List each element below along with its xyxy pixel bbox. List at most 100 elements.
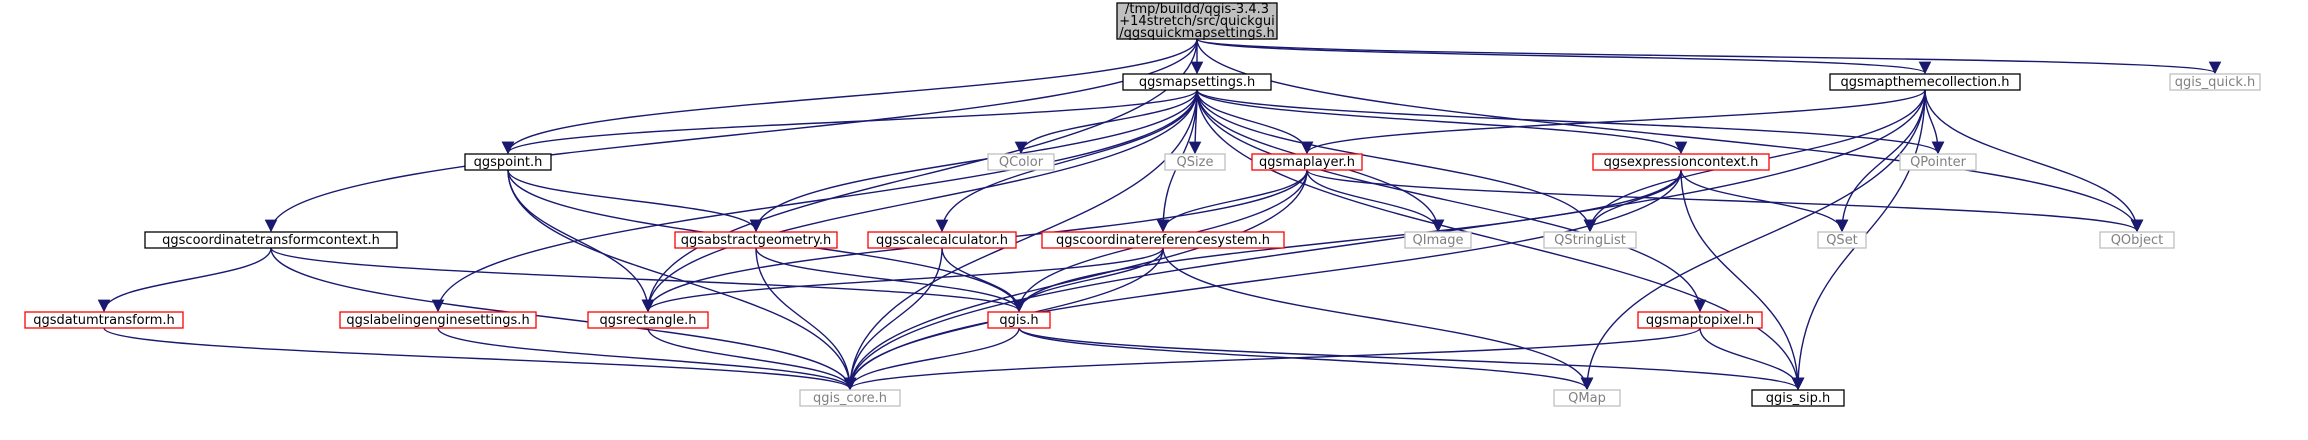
node-label: QObject	[2111, 233, 2164, 248]
node-box	[867, 231, 1017, 249]
node-qgslabelingenginesettings[interactable]: qgslabelingenginesettings.h	[339, 311, 537, 329]
edge-qgis-to-qmap	[1018, 327, 1594, 391]
node-qgsabstractgeometry[interactable]: qgsabstractgeometry.h	[674, 231, 838, 249]
node-label: qgsrectangle.h	[599, 313, 696, 328]
edge-arrow	[755, 247, 1026, 313]
node-box	[587, 311, 709, 329]
edge-arrow	[1196, 89, 1688, 155]
edge-qgsmapsettings-to-qcolor	[1014, 89, 1198, 155]
edge-qgsabstractgeometry-to-qgis_core	[755, 247, 857, 391]
edge-qgsmapsettings-to-qgis_core	[843, 89, 1198, 391]
edge-arrow	[1306, 169, 1445, 233]
edge-qgscoordinatereferencesystem-to-qgsrectangle	[641, 247, 1164, 313]
node-qgscoordinatetransformcontext[interactable]: qgscoordinatetransformcontext.h	[144, 231, 398, 249]
node-qstringlist[interactable]: QStringList	[1543, 231, 1637, 249]
node-label: qgis.h	[999, 313, 1038, 328]
node-qgsmaplayer[interactable]: qgsmaplayer.h	[1251, 153, 1363, 171]
edge-arrow	[1196, 38, 1931, 75]
edge-arrow	[1306, 169, 2143, 233]
edge-arrow	[843, 247, 943, 391]
node-label: /tmp/buildd/qgis-3.4.3	[1125, 2, 1269, 17]
edge-qgsmapthemecollection-to-qgis_core	[843, 89, 1926, 391]
node-qgsmapthemecollection[interactable]: qgsmapthemecollection.h	[1829, 73, 2021, 91]
edge-arrow	[1680, 169, 1805, 391]
edge-qgsmapsettings-to-qgsexpressioncontext	[1196, 89, 1688, 155]
node-qgsmaptopixel[interactable]: qgsmaptopixel.h	[1637, 311, 1763, 329]
edge-arrow	[1680, 169, 1849, 233]
node-root[interactable]: /tmp/buildd/qgis-3.4.3+14stretch/src/qui…	[1116, 2, 1278, 41]
node-qgsrectangle[interactable]: qgsrectangle.h	[587, 311, 709, 329]
edge-arrow	[507, 169, 857, 391]
edge-root-to-qgis_quick	[1196, 38, 2221, 75]
node-box	[1637, 311, 1763, 329]
node-qobject[interactable]: QObject	[2099, 231, 2175, 249]
node-qgspoint[interactable]: qgspoint.h	[464, 153, 552, 171]
edge-qgscoordinatereferencesystem-to-qgis	[1012, 247, 1164, 313]
edge-arrow	[1018, 327, 1805, 391]
node-qgsmapsettings[interactable]: qgsmapsettings.h	[1122, 73, 1272, 91]
node-box	[1553, 389, 1621, 407]
edge-arrow	[1012, 247, 1164, 313]
edge-arrow	[264, 38, 1198, 233]
edge-arrow	[935, 89, 1198, 233]
node-qsize[interactable]: QSize	[1164, 153, 1226, 171]
node-box	[987, 153, 1055, 171]
edge-qgsmapthemecollection-to-qgsmaplayer	[1300, 89, 1926, 155]
node-qgis_quick[interactable]: qgis_quick.h	[2169, 73, 2261, 91]
node-box	[1404, 231, 1472, 249]
edge-qgscoordinatetransformcontext-to-qgis_core	[270, 247, 857, 391]
node-box	[1116, 2, 1278, 40]
edge-qgscoordinatetransformcontext-to-qgsdatumtransform	[97, 247, 272, 313]
edge-arrow	[507, 169, 655, 313]
node-label: qgsabstractgeometry.h	[681, 233, 831, 248]
node-label: qgis_core.h	[813, 391, 887, 406]
edge-qgsexpressioncontext-to-qset	[1680, 169, 1849, 233]
node-box	[1164, 153, 1226, 171]
node-box	[464, 153, 552, 171]
node-label: qgscoordinatetransformcontext.h	[162, 233, 380, 248]
edge-root-to-qgsmapthemecollection	[1196, 38, 1931, 75]
node-qgis_core[interactable]: qgis_core.h	[799, 389, 901, 407]
node-label: qgslabelingenginesettings.h	[346, 313, 529, 328]
edges-layer	[97, 38, 2221, 391]
edge-arrow	[431, 89, 1198, 313]
edge-qgsdatumtransform-to-qgis_core	[103, 327, 857, 391]
edge-arrow	[1156, 169, 1308, 233]
edge-arrow	[1924, 89, 2144, 233]
node-box	[339, 311, 537, 329]
edge-qgsscalecalculator-to-qgis	[941, 247, 1026, 313]
node-box	[144, 231, 398, 249]
edge-arrow	[1014, 89, 1198, 155]
edge-qgsmaptopixel-to-qgis_sip	[1699, 327, 1805, 391]
edge-arrow	[103, 327, 857, 391]
edge-qgsexpressioncontext-to-qgis	[1012, 169, 1682, 313]
edge-arrow	[843, 89, 1198, 391]
edge-qgsmaplayer-to-qobject	[1306, 169, 2143, 233]
node-box	[24, 311, 184, 329]
edge-arrow	[1012, 169, 1682, 313]
edge-arrow	[1196, 38, 2144, 233]
node-label: QSet	[1826, 233, 1858, 248]
node-label: qgsexpressioncontext.h	[1604, 155, 1759, 170]
edge-arrow	[843, 89, 1926, 391]
node-label: qgscoordinatereferencesystem.h	[1056, 233, 1270, 248]
edge-qgsscalecalculator-to-qgis_core	[843, 247, 943, 391]
node-qset[interactable]: QSet	[1817, 231, 1867, 249]
node-label: qgsmapsettings.h	[1139, 75, 1255, 90]
node-label: qgis_quick.h	[2175, 75, 2256, 90]
node-qgsscalecalculator[interactable]: qgsscalecalculator.h	[867, 231, 1017, 249]
node-qimage[interactable]: QImage	[1404, 231, 1472, 249]
node-qgscoordinatereferencesystem[interactable]: qgscoordinatereferencesystem.h	[1041, 231, 1285, 249]
edge-qgsexpressioncontext-to-qgis_sip	[1680, 169, 1805, 391]
node-qgis_sip[interactable]: qgis_sip.h	[1751, 389, 1845, 407]
node-qcolor[interactable]: QColor	[987, 153, 1055, 171]
node-qgsexpressioncontext[interactable]: qgsexpressioncontext.h	[1592, 153, 1770, 171]
node-label: QStringList	[1554, 233, 1626, 248]
node-qmap[interactable]: QMap	[1553, 389, 1621, 407]
node-qpointer[interactable]: QPointer	[1899, 153, 1977, 171]
edge-qgsabstractgeometry-to-qgis	[755, 247, 1026, 313]
node-qgsdatumtransform[interactable]: qgsdatumtransform.h	[24, 311, 184, 329]
edge-qgsmapsettings-to-qgsabstractgeometry	[749, 89, 1198, 233]
node-qgis[interactable]: qgis.h	[987, 311, 1051, 329]
